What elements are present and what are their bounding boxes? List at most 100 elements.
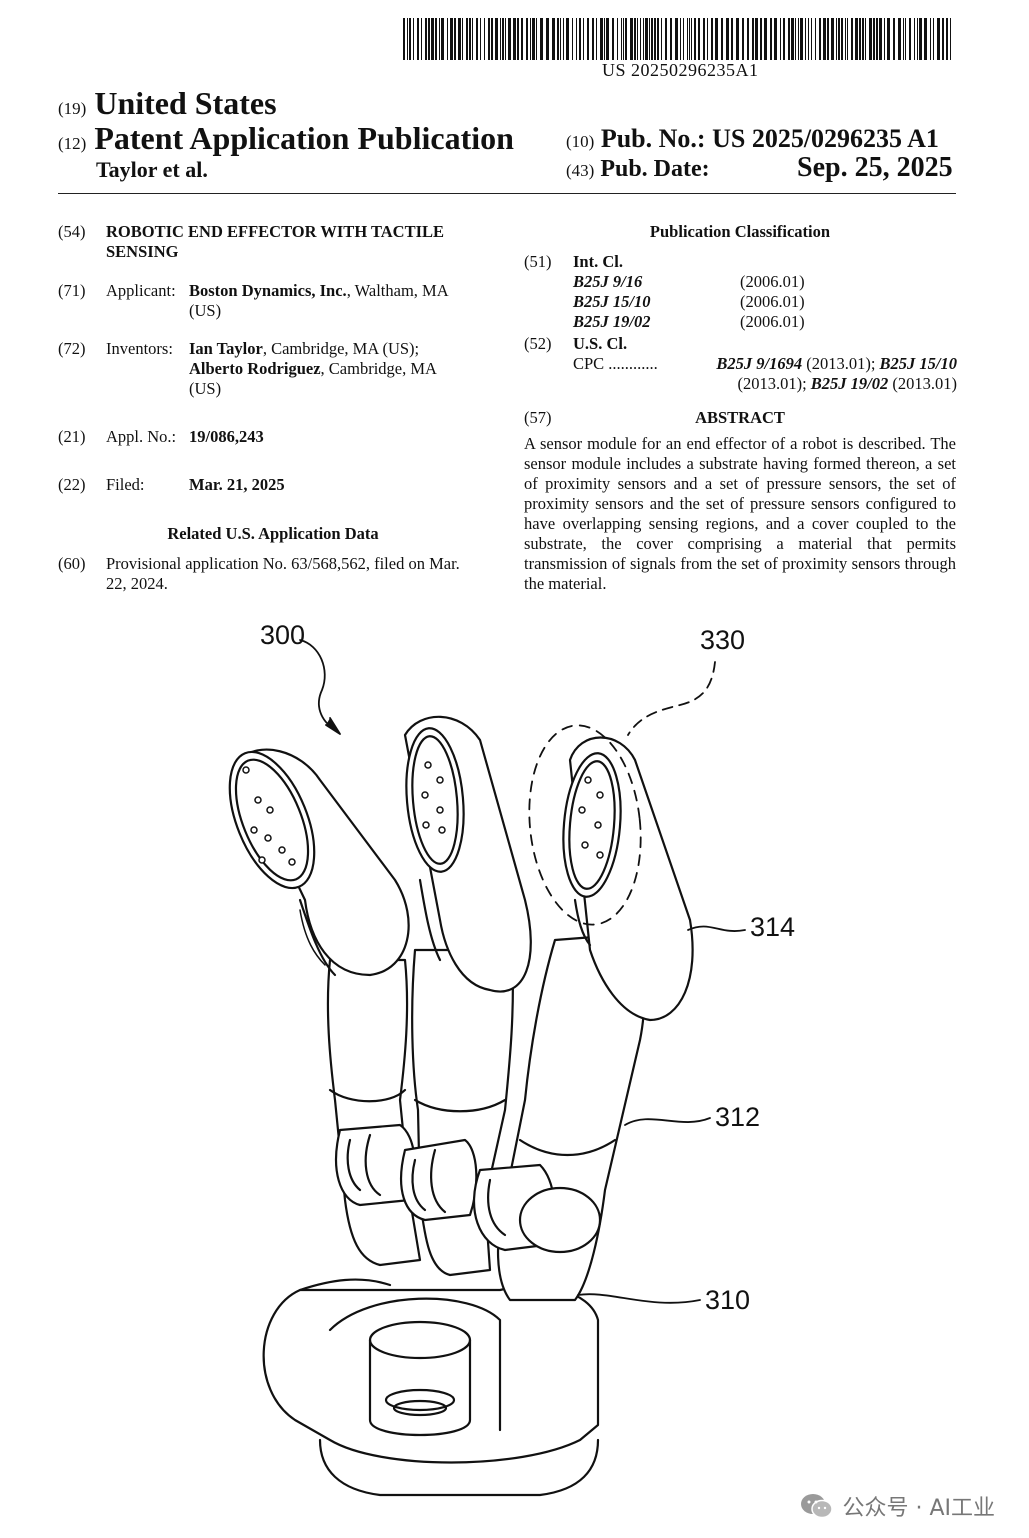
barcode-bar [657,18,659,60]
barcode-bar [625,18,627,60]
barcode-bar [505,18,506,60]
barcode-bar [855,18,858,60]
barcode-bar [417,18,419,60]
applicant-name: Boston Dynamics, Inc. [189,281,347,300]
barcode-bar [905,18,906,60]
barcode-bar [917,18,918,60]
filed-label: Filed: [106,475,145,494]
publication-type: Patent Application Publication [94,120,514,156]
title-code: (54) [58,222,86,241]
barcode-bar [645,18,648,60]
barcode-bar [898,18,901,60]
barcode-bar [859,18,861,60]
pub-number-line: (10) Pub. No.: US 2025/0296235 A1 [566,124,939,154]
barcode-bar [466,18,468,60]
barcode-bar [469,18,471,60]
barcode-bar [583,18,584,60]
uscl-label: U.S. Cl. [573,334,628,353]
barcode-bar [869,18,872,60]
barcode-bar [879,18,882,60]
barcode-bar [454,18,456,60]
barcode-bar [795,18,796,60]
barcode-bar [579,18,581,60]
barcode-bar [546,18,549,60]
barcode-bar [903,18,904,60]
barcode-bar [488,18,490,60]
barcode [403,18,951,60]
barcode-bar [691,18,692,60]
barcode-bar [606,18,609,60]
barcode-bar [711,18,713,60]
barcode-bar [909,18,911,60]
ref-330: 330 [700,625,746,655]
invention-title: ROBOTIC END EFFECTOR WITH TACTILE SENSIN… [106,222,444,262]
intcl-list: B25J 9/16(2006.01) B25J 15/10(2006.01) B… [573,272,873,332]
barcode-bar [640,18,641,60]
barcode-bar [819,18,821,60]
provisional-code: (60) [58,554,86,573]
barcode-bar [526,18,528,60]
barcode-bar [491,18,493,60]
publication-type-line: (12) Patent Application Publication [58,120,514,157]
barcode-bar [643,18,644,60]
barcode-bar [513,18,516,60]
barcode-bar [942,18,944,60]
barcode-bar [851,18,853,60]
barcode-bar [747,18,749,60]
cpc-code-a: B25J 9/1694 [716,354,803,373]
barcode-bar [800,18,803,60]
barcode-bar [752,18,754,60]
barcode-bar [876,18,878,60]
applicant-value: Boston Dynamics, Inc., Waltham, MA (US) [189,281,489,321]
barcode-bar [841,18,843,60]
country-code: (19) [58,99,87,118]
cpc-code-b: B25J 15/10 [879,354,957,373]
applicant-code: (71) [58,281,86,300]
barcode-bar [914,18,915,60]
barcode-bar [637,18,638,60]
intcl-label: Int. Cl. [573,252,623,271]
barcode-bar [946,18,948,60]
barcode-bar [540,18,543,60]
barcode-bar [421,18,422,60]
barcode-bar [862,18,864,60]
barcode-bar [521,18,523,60]
barcode-bar [557,18,559,60]
ref-312: 312 [715,1102,761,1132]
inventors-value: Ian Taylor, Cambridge, MA (US); Alberto … [189,339,489,399]
barcode-bar [612,18,614,60]
barcode-bar [563,18,564,60]
appl-label: Appl. No.: [106,427,177,446]
barcode-bar [472,18,473,60]
abstract-text: A sensor module for an end effector of a… [524,434,956,593]
barcode-bar [592,18,594,60]
barcode-bar [721,18,723,60]
barcode-bar [476,18,478,60]
barcode-bar [847,18,848,60]
authors: Taylor et al. [96,157,208,182]
barcode-bar [651,18,653,60]
pub-no-label: Pub. No.: [600,124,706,153]
intcl-item-code: B25J 15/10 [573,292,651,311]
barcode-bar [413,18,414,60]
barcode-bar [670,18,672,60]
pub-date-line: (43) Pub. Date: [566,156,710,183]
barcode-bar [715,18,718,60]
barcode-bar [560,18,561,60]
barcode-bar [755,18,758,60]
applicant-label: Applicant: [106,281,176,300]
barcode-bar [566,18,569,60]
barcode-bar [760,18,762,60]
patent-figure [228,639,746,1497]
barcode-bar [508,18,511,60]
barcode-bar [694,18,696,60]
applicant-location: , Waltham, MA [346,281,449,300]
barcode-bar [805,18,806,60]
barcode-bar [703,18,705,60]
inventors-label: Inventors: [106,339,173,358]
barcode-bar [458,18,461,60]
barcode-bar [783,18,785,60]
barcode-bar [450,18,453,60]
abstract-heading: ABSTRACT [695,408,785,427]
barcode-bar [950,18,951,60]
